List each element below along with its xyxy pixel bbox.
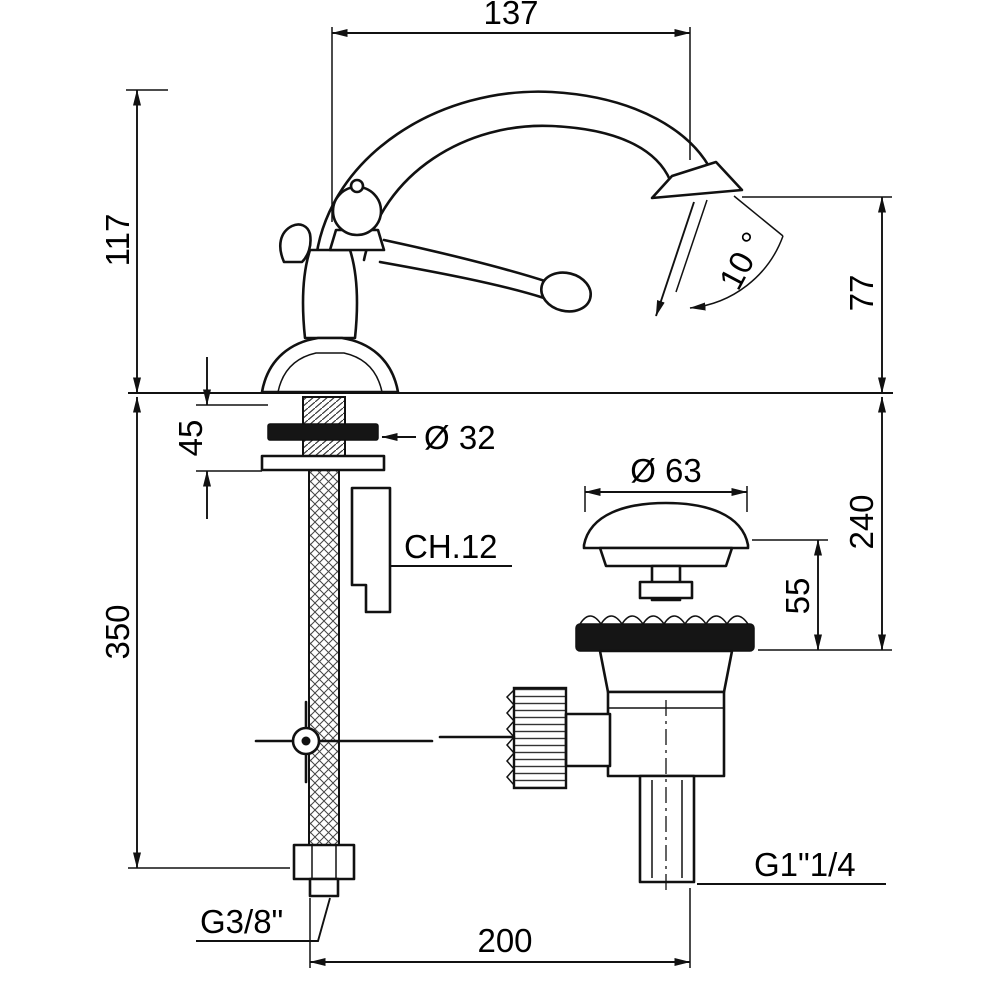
- lever-upper-edge: [382, 238, 550, 284]
- shank-diameter-label: Ø 32: [424, 419, 496, 456]
- outlet-height-label: 77: [843, 275, 880, 312]
- waste-pivot-block: [638, 580, 694, 600]
- faucet-base-contour: [277, 352, 383, 393]
- cartridge-collar: [328, 228, 386, 252]
- handle-cap-button: [349, 178, 365, 194]
- faucet-underbody: [254, 396, 516, 898]
- waste-body-top: [598, 649, 734, 694]
- spout-outer-curve: [314, 90, 714, 260]
- waste-thread-label: G1"1/4: [754, 846, 856, 883]
- waste-height-label: 240: [843, 494, 880, 549]
- waste-tailpiece: [638, 774, 696, 884]
- hose-nut: [292, 843, 356, 881]
- angle-arc: [689, 235, 784, 311]
- faucet-body: [260, 90, 744, 394]
- tailpiece-thread-lines: [651, 780, 683, 878]
- dimension-waste-flange-diameter: Ø 63: [584, 452, 748, 512]
- waste-side-pipe: [564, 712, 612, 768]
- flange-height-label: 55: [779, 578, 816, 615]
- lock-nut: [267, 423, 379, 441]
- below-deck-height-label: 350: [99, 604, 136, 659]
- callout-supply-thread: G3/8": [196, 897, 331, 942]
- spout-reach-label: 137: [483, 0, 538, 31]
- angle-leg: [733, 195, 784, 237]
- rubber-gasket: [575, 623, 755, 652]
- dimension-deck-thickness: 45: [172, 357, 268, 519]
- water-stream-line: [675, 199, 708, 293]
- callout-wrench-size: CH.12: [391, 528, 512, 567]
- waste-flange-diameter-label: Ø 63: [630, 452, 702, 489]
- underline-leader: [196, 897, 331, 942]
- left-ornament: [278, 223, 312, 264]
- hose-nut-facets: [311, 845, 337, 879]
- flange-scallop-edge: [579, 615, 749, 626]
- hose-end-stub: [308, 877, 340, 898]
- dimension-below-deck-height: 350: [99, 396, 290, 869]
- waste-assembly: [505, 501, 755, 892]
- mounting-bracket: [350, 486, 392, 614]
- knurled-knob: [512, 686, 568, 790]
- rod-joint-pin: [301, 736, 311, 746]
- lever-lower-edge: [378, 260, 546, 300]
- callout-shank-diameter: Ø 32: [381, 419, 496, 456]
- supply-thread-label: G3/8": [200, 903, 283, 940]
- deck-thickness-label: 45: [172, 420, 209, 457]
- waste-plug-neck: [598, 546, 734, 568]
- water-stream-arrow: [655, 201, 695, 317]
- handle-cap-sphere: [331, 185, 383, 237]
- dimension-outlet-height: 77: [742, 196, 892, 394]
- height-above-deck-label: 117: [99, 214, 136, 267]
- flow-angle-label: 10 °: [712, 226, 772, 296]
- faucet-base: [260, 336, 400, 394]
- dimension-height-above-deck: 117: [99, 89, 168, 394]
- spout-outlet: [650, 160, 744, 200]
- spout-inner-curve: [362, 124, 672, 262]
- knurl-edge: [505, 689, 515, 786]
- hole-distance-label: 200: [477, 922, 532, 959]
- dimension-hole-distance: 200: [309, 888, 691, 968]
- dimension-flange-height: 55: [752, 539, 828, 651]
- waste-plug-cap: [582, 501, 750, 550]
- dimension-spout-reach: 137: [331, 0, 691, 222]
- flow-angle-annotation: 10 °: [655, 195, 784, 317]
- dimension-waste-height: 240: [758, 396, 892, 651]
- mounting-washer: [260, 454, 386, 472]
- faucet-column: [301, 248, 359, 340]
- braided-supply-hose: [308, 469, 340, 846]
- wrench-size-label: CH.12: [404, 528, 498, 565]
- callout-waste-thread: G1"1/4: [697, 846, 886, 885]
- lever-ball-end: [540, 271, 592, 313]
